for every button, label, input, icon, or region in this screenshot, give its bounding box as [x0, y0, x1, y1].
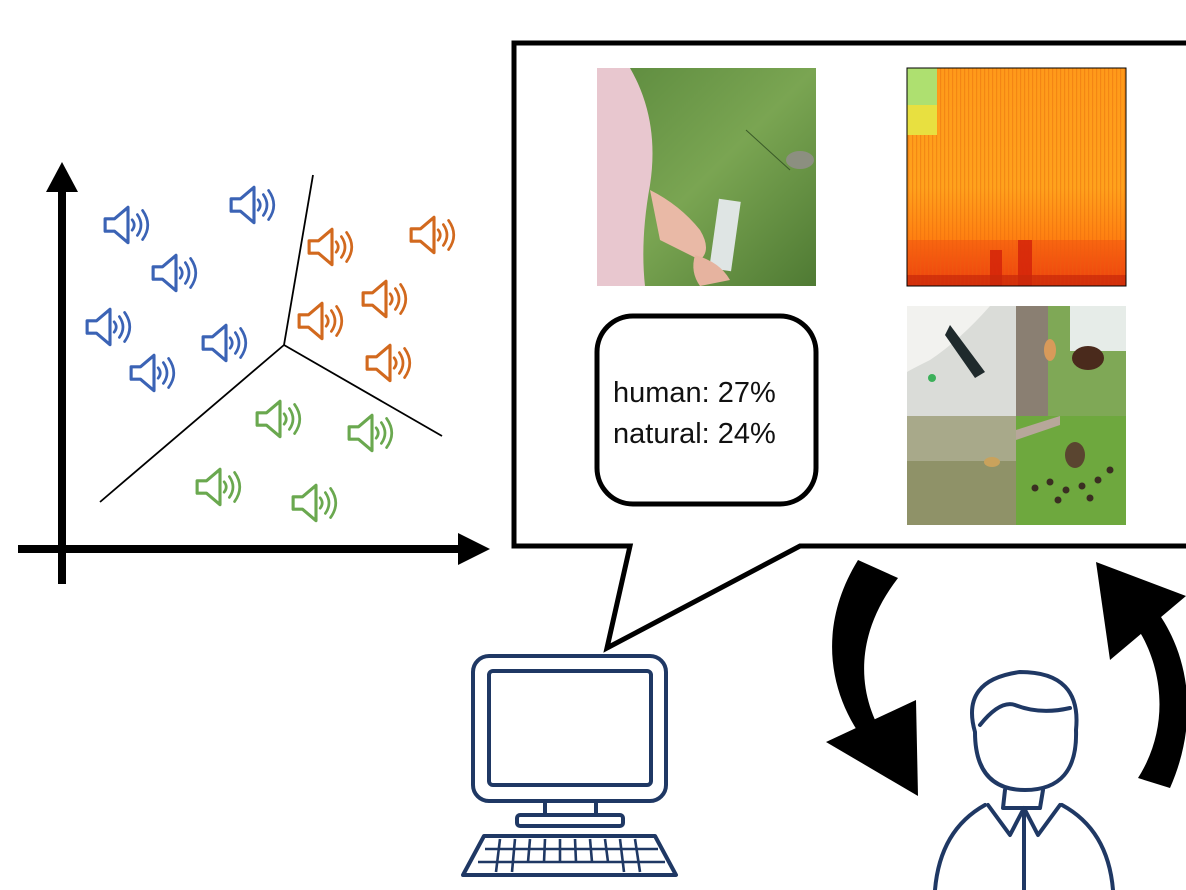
x-axis-arrow — [18, 533, 490, 565]
spectrogram-image — [906, 67, 1127, 287]
orange-speaker-icon — [365, 343, 412, 383]
blue-speaker-icon — [229, 185, 276, 225]
y-axis-arrow — [46, 162, 78, 584]
green-speaker-icon — [347, 413, 394, 453]
blue-speaker-icon — [201, 323, 248, 363]
person-icon — [933, 670, 1115, 890]
green-speaker-icon — [255, 399, 302, 439]
orange-speaker-icon — [361, 279, 408, 319]
prediction-box: human: 27% natural: 24% — [594, 313, 819, 507]
computer-icon — [461, 654, 678, 877]
blue-speaker-icon — [85, 307, 132, 347]
blue-speaker-icon — [129, 353, 176, 393]
prediction-human: human: 27% — [613, 377, 776, 409]
embedding-plot — [18, 162, 490, 584]
orange-speaker-icon — [297, 301, 344, 341]
orange-speaker-icon — [307, 227, 354, 267]
blue-speaker-icon — [151, 253, 198, 293]
animal-thumbnails-grid — [907, 306, 1126, 525]
blue-speaker-icon — [103, 205, 150, 245]
orange-speaker-icon — [409, 215, 456, 255]
green-speaker-icon — [195, 467, 242, 507]
cycle-arrows-icon — [826, 560, 1186, 796]
speaker-clusters — [85, 185, 456, 523]
prediction-natural: natural: 24% — [613, 418, 776, 450]
decision-boundaries — [99, 174, 443, 503]
video-frame-image — [597, 68, 816, 286]
green-speaker-icon — [291, 483, 338, 523]
